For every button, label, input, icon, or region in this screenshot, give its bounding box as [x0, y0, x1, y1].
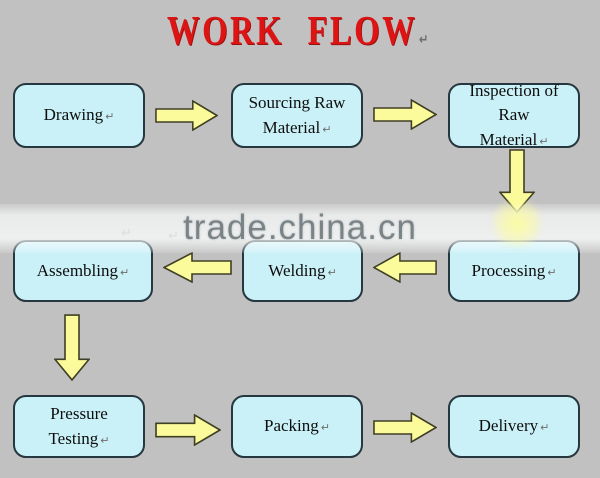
arrow-right-icon	[373, 99, 437, 130]
return-mark-icon: ↵	[105, 110, 115, 124]
arrow-left-icon	[373, 252, 437, 283]
return-mark-icon: ↵	[322, 122, 332, 136]
arrow-right-icon	[373, 412, 437, 443]
flow-box-sourcing-raw-material: Sourcing Raw Material↵	[231, 83, 363, 148]
flow-box-drawing: Drawing↵	[13, 83, 145, 148]
flow-box-delivery: Delivery↵	[448, 395, 580, 458]
flow-box-label: Packing↵	[264, 416, 330, 436]
flow-box-label: Welding↵	[268, 260, 337, 280]
flow-box-packing: Packing↵	[231, 395, 363, 458]
return-mark-icon: ↵	[100, 433, 110, 447]
return-mark-icon: ↵	[327, 265, 337, 279]
arrow-right-icon	[155, 100, 218, 131]
page-title-text: WORK FLOW	[166, 7, 418, 53]
page-title: WORK FLOW↵	[58, 6, 538, 54]
return-mark-icon: ↵	[540, 421, 550, 435]
arrow-down-icon	[54, 314, 90, 381]
flow-box-label: Sourcing Raw Material↵	[248, 92, 346, 137]
return-mark-icon: ↵	[547, 265, 557, 279]
arrow-glow	[491, 198, 543, 248]
flow-box-label: Inspection of Raw Material↵	[469, 80, 559, 149]
return-mark-icon: ↵	[320, 421, 330, 435]
watermark-text: trade.china.cn	[183, 208, 417, 247]
flow-box-label: Drawing↵	[43, 105, 115, 125]
flow-box-label: Processing↵	[471, 260, 557, 280]
flow-box-label: Delivery↵	[478, 416, 550, 436]
return-mark-icon: ↵	[120, 265, 130, 279]
flow-box-pressure-testing: Pressure Testing↵	[13, 395, 145, 458]
return-mark-icon: ↵	[418, 32, 429, 48]
flow-box-inspection-of-raw-material: Inspection of Raw Material↵	[448, 81, 580, 149]
flow-box-label: Pressure Testing↵	[48, 403, 110, 448]
arrow-right-icon	[155, 414, 221, 446]
flow-box-label: Assembling↵	[36, 260, 130, 280]
return-mark-icon: ↵	[539, 134, 549, 148]
arrow-left-icon	[163, 252, 232, 283]
